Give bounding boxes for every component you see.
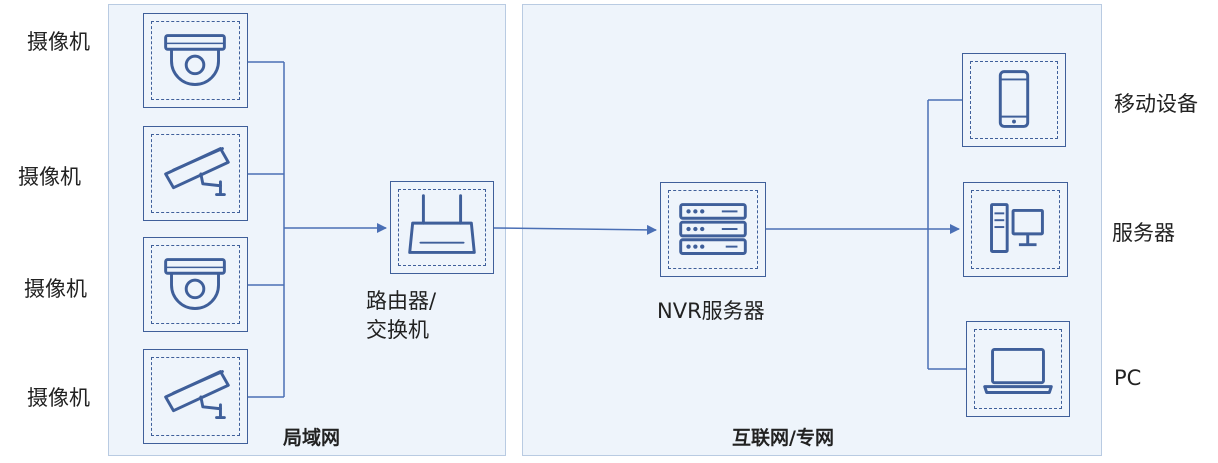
camera-tile-1 bbox=[143, 13, 248, 108]
router-label-line1: 路由器/ bbox=[366, 289, 437, 313]
dome-camera-icon bbox=[164, 34, 226, 86]
nvr-tile bbox=[660, 182, 766, 277]
camera-label-3: 摄像机 bbox=[24, 277, 87, 301]
router-icon bbox=[408, 194, 476, 254]
pc-label: PC bbox=[1114, 366, 1142, 390]
camera-label-1: 摄像机 bbox=[27, 30, 90, 54]
server-tile bbox=[963, 182, 1068, 277]
router-tile bbox=[390, 181, 494, 274]
laptop-icon bbox=[983, 347, 1053, 394]
server-label: 服务器 bbox=[1112, 221, 1175, 245]
internet-zone-label: 互联网/专网 bbox=[732, 427, 834, 449]
bullet-camera-icon bbox=[164, 147, 230, 197]
camera-label-4: 摄像机 bbox=[27, 386, 90, 410]
desktop-server-icon bbox=[990, 203, 1044, 253]
mobile-device-tile bbox=[962, 53, 1066, 147]
smartphone-icon bbox=[998, 70, 1030, 128]
router-label-line2: 交换机 bbox=[366, 318, 429, 342]
server-rack-icon bbox=[679, 203, 747, 255]
camera-tile-4 bbox=[143, 349, 248, 444]
mobile-device-label: 移动设备 bbox=[1114, 92, 1198, 116]
camera-label-2: 摄像机 bbox=[18, 165, 81, 189]
bullet-camera-icon bbox=[164, 370, 230, 420]
camera-tile-2 bbox=[143, 126, 248, 221]
dome-camera-icon bbox=[164, 258, 226, 310]
nvr-label: NVR服务器 bbox=[657, 299, 765, 323]
camera-tile-3 bbox=[143, 237, 248, 332]
lan-zone-label: 局域网 bbox=[283, 427, 341, 449]
pc-tile bbox=[966, 321, 1070, 417]
